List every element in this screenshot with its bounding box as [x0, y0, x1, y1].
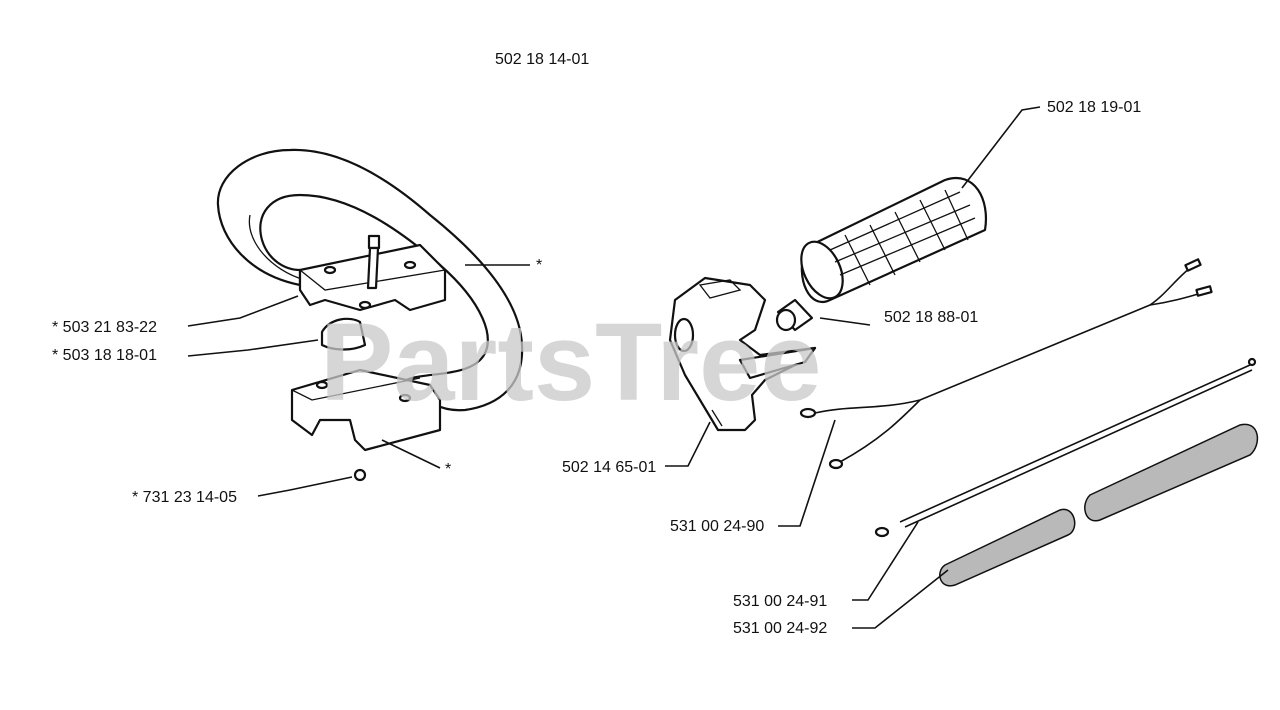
throttle-housing [668, 276, 817, 432]
nut [353, 468, 367, 482]
assembly-label: 502 18 14-01 [495, 51, 589, 68]
clamp-lower-star-label: * [445, 461, 451, 478]
bushing-label: 502 18 88-01 [884, 309, 978, 326]
handle-bolt [366, 234, 381, 290]
grip [800, 177, 988, 303]
wire-b-label: 531 00 24-91 [733, 593, 827, 610]
loop-handle [216, 148, 524, 412]
handle-bolt-label: * 503 21 83-22 [52, 319, 157, 336]
nut-label: * 731 23 14-05 [132, 489, 237, 506]
wire-c-label: 531 00 24-92 [733, 620, 827, 637]
spiral-sleeve-lower [939, 508, 1076, 587]
throttle-housing-label: 502 14 65-01 [562, 459, 656, 476]
handle-star-label: * [536, 257, 542, 274]
bushing [775, 298, 814, 332]
lower-clamp [290, 368, 442, 452]
wire-a-label: 531 00 24-90 [670, 518, 764, 535]
leader-lines [187, 106, 1041, 629]
clamp-upper-label: * 503 18 18-01 [52, 347, 157, 364]
wire-harness-upper [799, 258, 1213, 470]
spiral-sleeve-upper [1084, 423, 1259, 522]
watermark-text: PartsTree [320, 301, 821, 424]
part-labels: 502 18 14-01 502 18 19-01 502 18 88-01 *… [52, 51, 1141, 637]
throttle-cable [874, 357, 1257, 538]
grip-label: 502 18 19-01 [1047, 99, 1141, 116]
clamp-insert [320, 317, 367, 351]
